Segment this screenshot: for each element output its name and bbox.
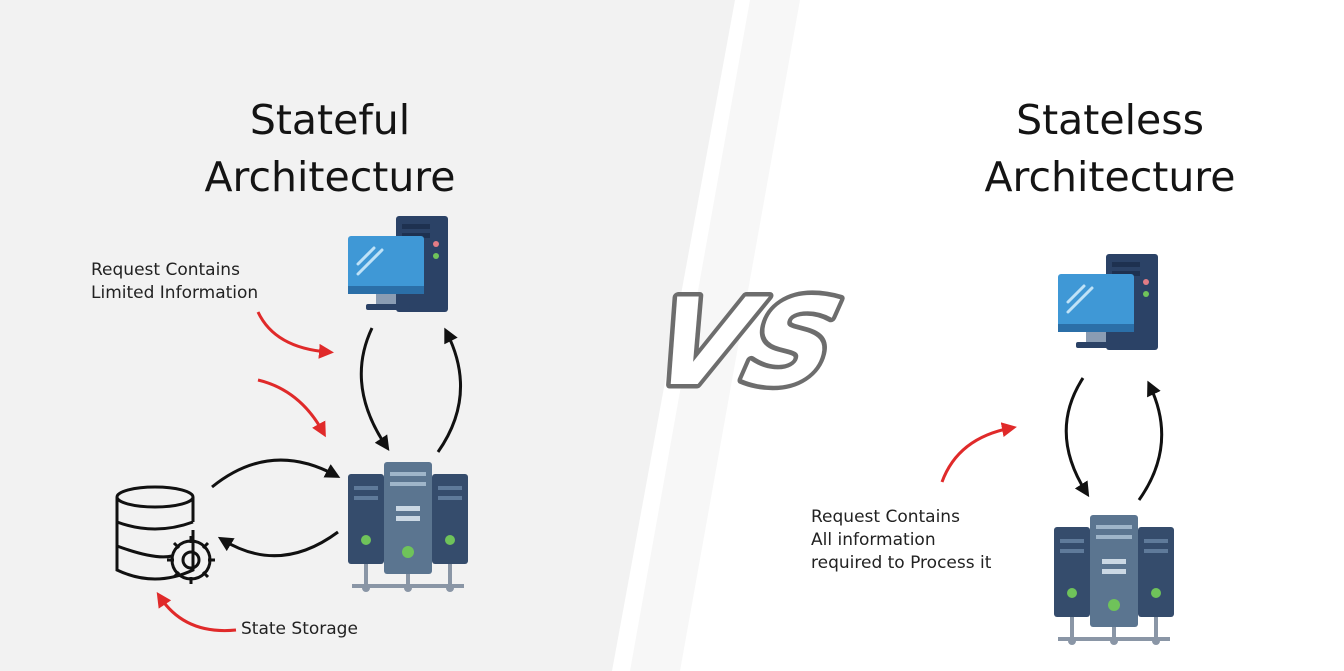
- stateful-client-computer-icon: [346, 214, 450, 314]
- write-state-arrow: [217, 530, 339, 558]
- stateful-server-icon: [346, 460, 470, 594]
- stateless-request-arrow: [1064, 377, 1090, 498]
- request-red-arrow-2: [257, 378, 326, 438]
- response-to-client-arrow: [436, 327, 463, 453]
- stateful-request-note: Request Contains Limited Information: [91, 260, 259, 303]
- versus-mark: VS: [635, 268, 858, 417]
- request-to-server-arrow: [359, 327, 390, 451]
- stateless-response-arrow: [1137, 380, 1164, 501]
- read-state-arrow: [211, 458, 341, 489]
- stateful-title: Stateful Architecture: [204, 96, 456, 201]
- stateless-client-computer-icon: [1056, 252, 1160, 352]
- request-red-arrow-1: [256, 311, 334, 359]
- state-storage-label: State Storage: [241, 619, 358, 639]
- divider-stripe: [630, 0, 800, 671]
- database-gear-icon: [115, 485, 215, 584]
- stateless-title: Stateless Architecture: [984, 96, 1236, 201]
- stateless-request-note: Request Contains All information require…: [811, 507, 992, 573]
- svg-text:VS: VS: [639, 273, 853, 413]
- stateless-request-red-arrow: [940, 422, 1017, 483]
- stateless-server-icon: [1052, 513, 1176, 647]
- state-storage-red-arrow: [156, 591, 237, 633]
